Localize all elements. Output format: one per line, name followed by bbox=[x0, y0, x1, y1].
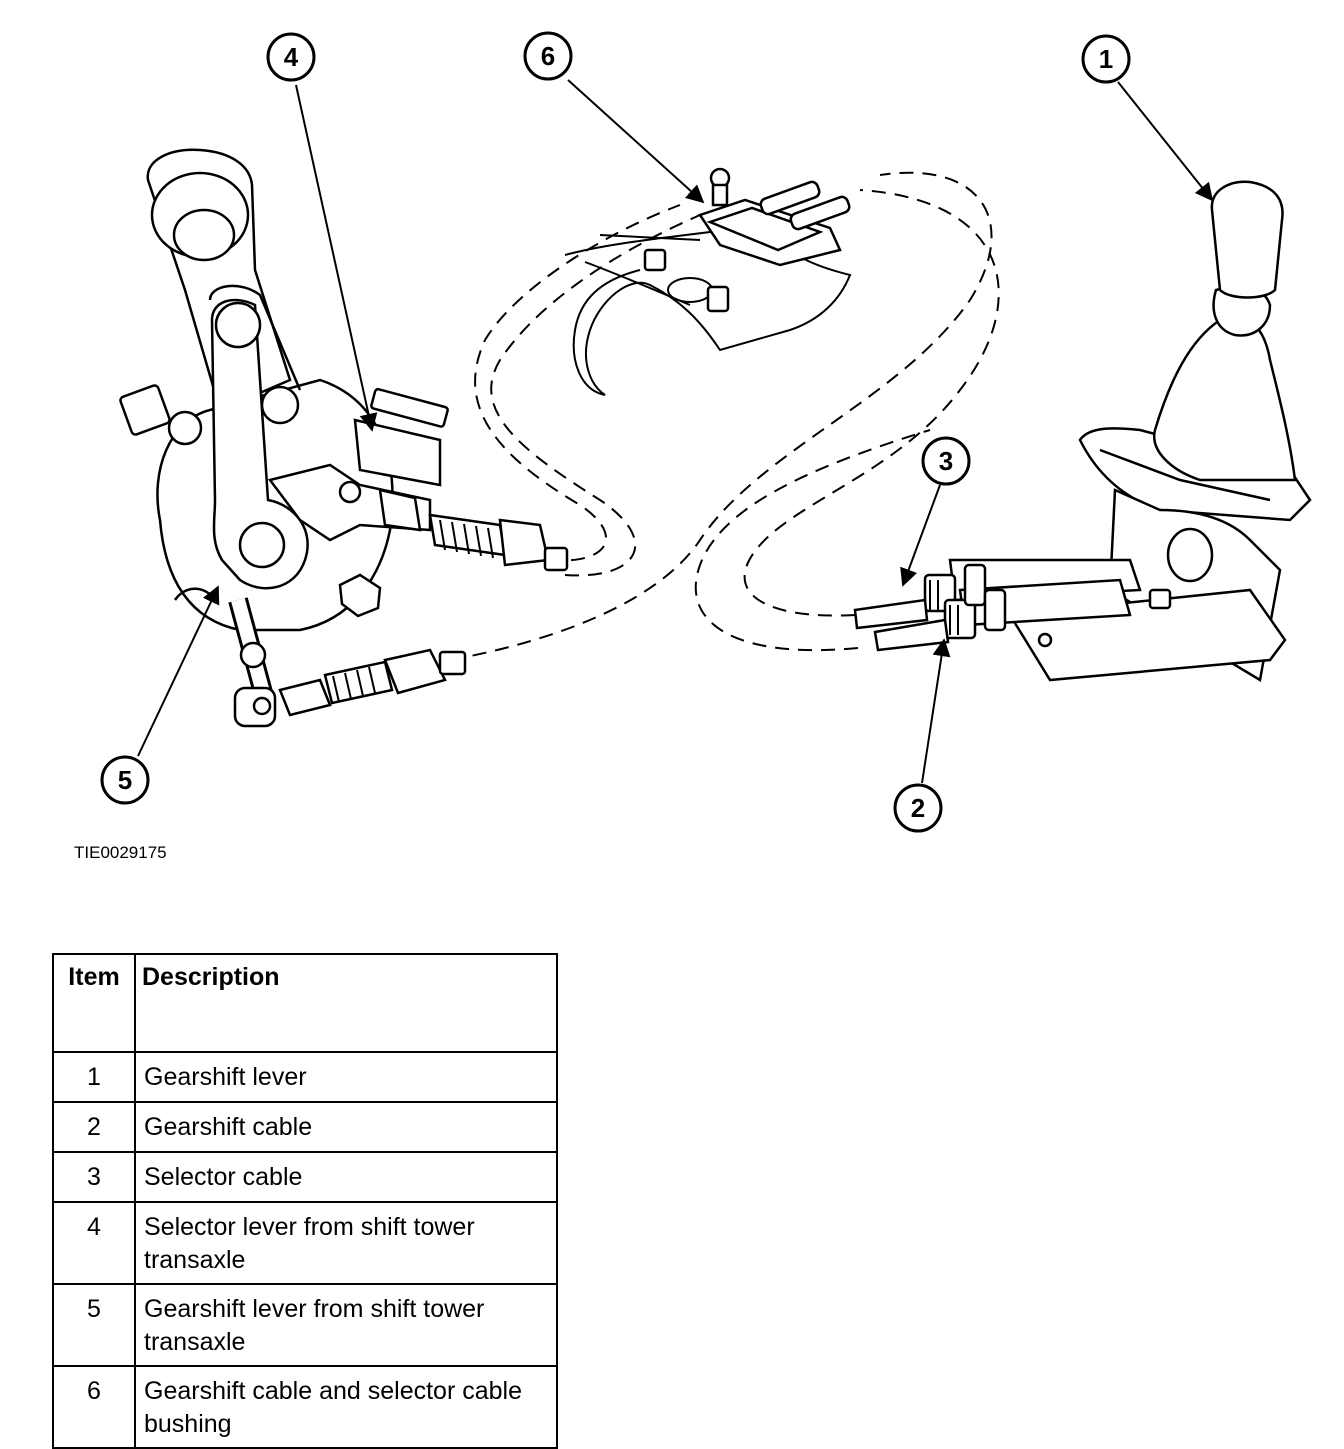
callout-2: 2 bbox=[893, 783, 943, 833]
leader-6 bbox=[567, 79, 705, 204]
transaxle-shift-tower bbox=[119, 148, 449, 728]
callout-2-label: 2 bbox=[911, 793, 925, 823]
callout-6-label: 6 bbox=[541, 41, 555, 71]
legend-header-row: Item Description bbox=[52, 953, 558, 1053]
leader-3 bbox=[900, 484, 941, 587]
legend-header-item: Item bbox=[52, 953, 136, 1053]
legend-row: 2 Gearshift cable bbox=[52, 1101, 558, 1153]
legend-item-description: Selector cable bbox=[134, 1151, 558, 1203]
legend-item-description: Gearshift cable bbox=[134, 1101, 558, 1153]
callout-5: 5 bbox=[100, 755, 150, 805]
legend-header-description: Description bbox=[134, 953, 558, 1053]
cable-end-fittings bbox=[278, 513, 569, 717]
legend-item-number: 6 bbox=[52, 1365, 136, 1449]
callout-4: 4 bbox=[266, 32, 316, 82]
legend-table: Item Description 1 Gearshift lever 2 Gea… bbox=[52, 953, 558, 1449]
legend-row: 1 Gearshift lever bbox=[52, 1051, 558, 1103]
legend-row: 3 Selector cable bbox=[52, 1151, 558, 1203]
legend-item-number: 1 bbox=[52, 1051, 136, 1103]
callout-1: 1 bbox=[1081, 34, 1131, 84]
legend-item-number: 4 bbox=[52, 1201, 136, 1285]
legend-item-description: Gearshift lever from shift tower transax… bbox=[134, 1283, 558, 1367]
callout-leaders bbox=[137, 79, 1214, 784]
legend-item-number: 5 bbox=[52, 1283, 136, 1367]
legend-item-description: Gearshift cable and selector cable bushi… bbox=[134, 1365, 558, 1449]
leader-5 bbox=[137, 585, 220, 757]
legend-item-description: Gearshift lever bbox=[134, 1051, 558, 1103]
legend-row: 4 Selector lever from shift tower transa… bbox=[52, 1201, 558, 1285]
leader-2 bbox=[921, 638, 951, 784]
callout-6: 6 bbox=[523, 31, 573, 81]
cable-routing-dashed bbox=[449, 171, 1000, 661]
legend-item-number: 3 bbox=[52, 1151, 136, 1203]
legend-row: 5 Gearshift lever from shift tower trans… bbox=[52, 1283, 558, 1367]
gearshift-mechanism-diagram: 1 2 3 4 5 6 bbox=[100, 31, 1312, 833]
legend-item-description: Selector lever from shift tower transaxl… bbox=[134, 1201, 558, 1285]
housing-cable-ends bbox=[853, 558, 1142, 652]
figure-id-label: TIE0029175 bbox=[74, 843, 167, 862]
callout-1-label: 1 bbox=[1099, 44, 1113, 74]
legend-item-number: 2 bbox=[52, 1101, 136, 1153]
legend-row: 6 Gearshift cable and selector cable bus… bbox=[52, 1365, 558, 1449]
leader-4 bbox=[295, 84, 378, 432]
cable-bushing bbox=[643, 167, 851, 313]
callout-5-label: 5 bbox=[118, 765, 132, 795]
callout-4-label: 4 bbox=[284, 42, 299, 72]
callout-3: 3 bbox=[921, 436, 971, 486]
callout-3-label: 3 bbox=[939, 446, 953, 476]
leader-1 bbox=[1117, 81, 1214, 202]
